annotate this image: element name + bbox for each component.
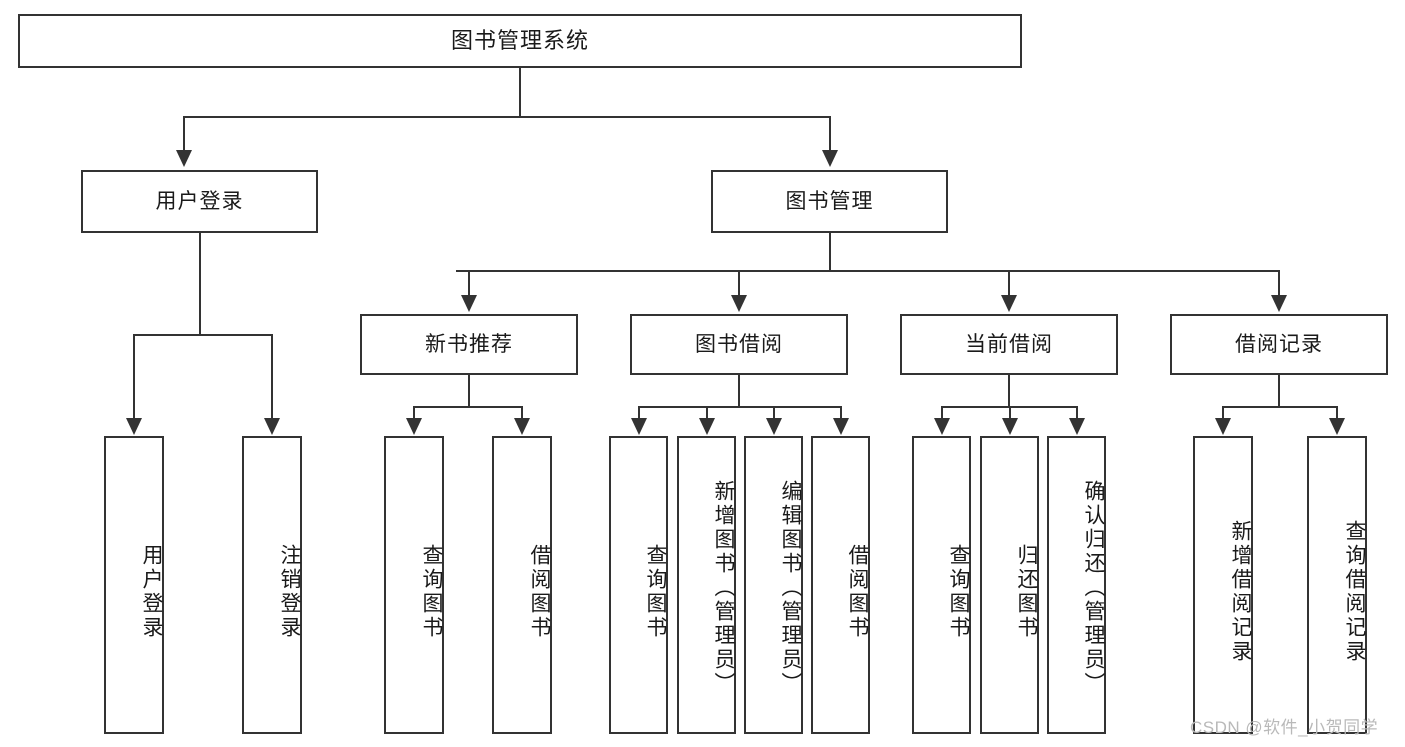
- arrowhead-leaf-edit-book: [766, 418, 782, 435]
- node-root-system[interactable]: 图书管理系统: [18, 14, 1022, 68]
- leaf-query-borrow-record[interactable]: 查询借阅记录: [1307, 436, 1367, 734]
- leaf-user-login[interactable]: 用户登录: [104, 436, 164, 734]
- arrowhead-leaf-query-record: [1329, 418, 1345, 435]
- leaf-query-book-borrow[interactable]: 查询图书: [609, 436, 668, 734]
- arrowhead-to-current-borrow: [1001, 295, 1017, 312]
- connector-current-borrow-stem: [1008, 375, 1010, 407]
- connector-book-management-stem: [829, 233, 831, 271]
- connector-new-book-stem: [468, 375, 470, 407]
- leaf-borrow-book-recommend[interactable]: 借阅图书: [492, 436, 552, 734]
- arrowhead-leaf-query-book-3: [934, 418, 950, 435]
- arrowhead-leaf-query-book-2: [631, 418, 647, 435]
- connector-book-borrow-bus: [638, 406, 842, 408]
- leaf-add-book-admin[interactable]: 新增图书（管理员）: [677, 436, 736, 734]
- leaf-return-book[interactable]: 归还图书: [980, 436, 1039, 734]
- connector-book-borrow-drop-2: [706, 406, 708, 419]
- arrowhead-leaf-user-login: [126, 418, 142, 435]
- connector-borrow-record-stem: [1278, 375, 1280, 407]
- leaf-borrow-book-borrow[interactable]: 借阅图书: [811, 436, 870, 734]
- arrowhead-leaf-borrow-book-1: [514, 418, 530, 435]
- node-book-borrow[interactable]: 图书借阅: [630, 314, 848, 375]
- arrowhead-to-book-borrow: [731, 295, 747, 312]
- connector-current-borrow-drop-2: [1009, 406, 1011, 419]
- connector-root-stem: [519, 68, 521, 117]
- arrowhead-leaf-confirm-return: [1069, 418, 1085, 435]
- arrowhead-to-borrow-record: [1271, 295, 1287, 312]
- connector-level3-bus: [456, 270, 1279, 272]
- arrowhead-to-user-login: [176, 150, 192, 167]
- node-current-borrow[interactable]: 当前借阅: [900, 314, 1118, 375]
- leaf-add-borrow-record[interactable]: 新增借阅记录: [1193, 436, 1253, 734]
- csdn-watermark: CSDN @软件_小贺同学: [1190, 718, 1379, 737]
- leaf-query-book-current[interactable]: 查询图书: [912, 436, 971, 734]
- node-user-login[interactable]: 用户登录: [81, 170, 318, 233]
- connector-to-current-borrow: [1008, 270, 1010, 296]
- leaf-confirm-return-admin[interactable]: 确认归还（管理员）: [1047, 436, 1106, 734]
- leaf-query-book-recommend[interactable]: 查询图书: [384, 436, 444, 734]
- connector-current-borrow-drop-3: [1076, 406, 1078, 419]
- node-new-book-recommend[interactable]: 新书推荐: [360, 314, 578, 375]
- connector-book-borrow-stem: [738, 375, 740, 407]
- leaf-edit-book-admin[interactable]: 编辑图书（管理员）: [744, 436, 803, 734]
- connector-to-new-book-recommend: [468, 270, 470, 296]
- connector-level1-bus: [183, 116, 831, 118]
- connector-new-book-drop-2: [521, 406, 523, 419]
- connector-to-book-borrow: [738, 270, 740, 296]
- connector-to-borrow-record: [1278, 270, 1280, 296]
- arrowhead-leaf-add-record: [1215, 418, 1231, 435]
- connector-user-login-stem: [199, 233, 201, 335]
- leaf-logout[interactable]: 注销登录: [242, 436, 302, 734]
- connector-user-login-drop-2: [271, 334, 273, 419]
- connector-book-borrow-drop-4: [840, 406, 842, 419]
- connector-user-login-bus: [133, 334, 273, 336]
- node-borrow-record[interactable]: 借阅记录: [1170, 314, 1388, 375]
- arrowhead-leaf-return-book: [1002, 418, 1018, 435]
- arrowhead-to-book-management: [822, 150, 838, 167]
- connector-current-borrow-drop-1: [941, 406, 943, 419]
- connector-to-book-management: [829, 116, 831, 151]
- connector-borrow-record-drop-1: [1222, 406, 1224, 419]
- connector-book-borrow-drop-3: [773, 406, 775, 419]
- arrowhead-leaf-borrow-book-2: [833, 418, 849, 435]
- connector-book-borrow-drop-1: [638, 406, 640, 419]
- arrowhead-leaf-add-book: [699, 418, 715, 435]
- arrowhead-to-new-book-recommend: [461, 295, 477, 312]
- connector-user-login-drop-1: [133, 334, 135, 419]
- connector-borrow-record-drop-2: [1336, 406, 1338, 419]
- connector-new-book-bus: [413, 406, 523, 408]
- connector-borrow-record-bus: [1222, 406, 1338, 408]
- arrowhead-leaf-logout: [264, 418, 280, 435]
- connector-to-user-login: [183, 116, 185, 151]
- connector-new-book-drop-1: [413, 406, 415, 419]
- node-book-management[interactable]: 图书管理: [711, 170, 948, 233]
- arrowhead-leaf-query-book-1: [406, 418, 422, 435]
